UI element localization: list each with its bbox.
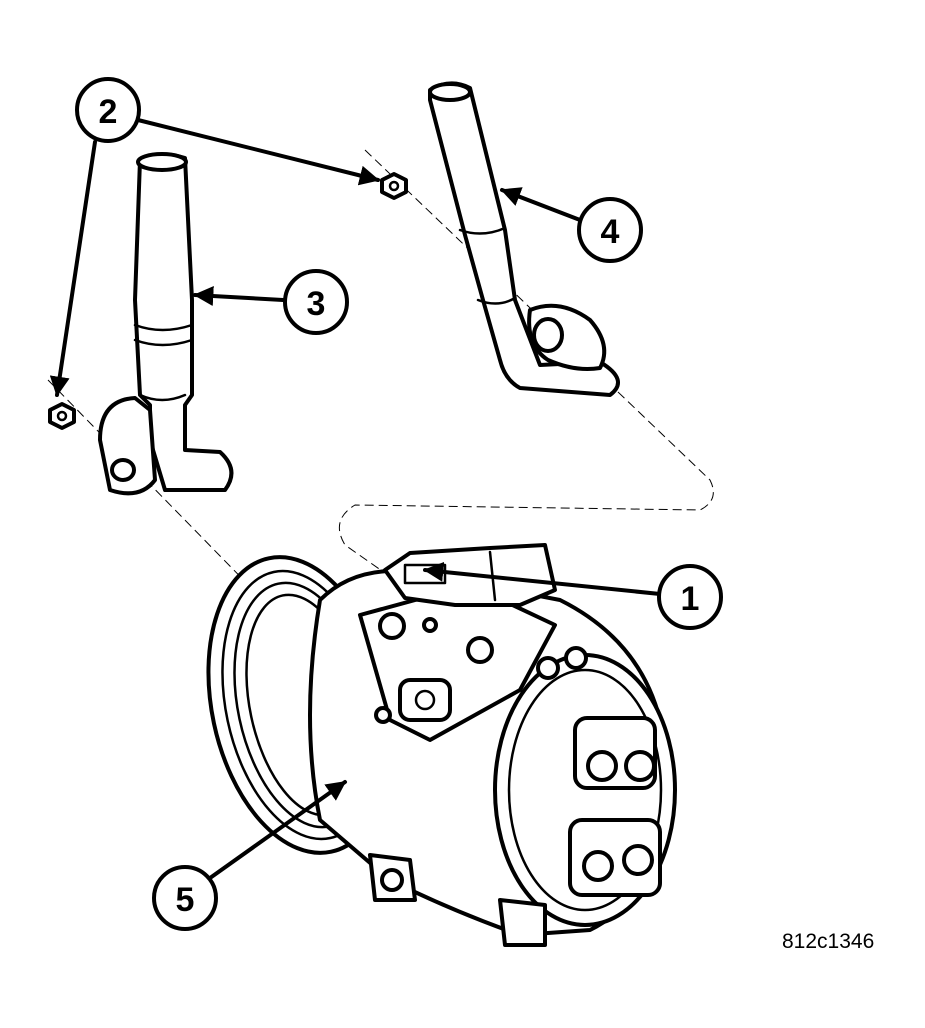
callout-1: 1	[657, 564, 723, 630]
callout-label-5: 5	[176, 881, 195, 919]
callout-3: 3	[283, 269, 349, 335]
callout-label-3: 3	[307, 285, 326, 323]
hose-left	[98, 152, 234, 496]
callout-5: 5	[152, 865, 218, 931]
nut-right	[380, 172, 408, 200]
figure-id: 812c1346	[782, 930, 875, 953]
callout-label-1: 1	[681, 580, 700, 618]
leader-lines	[49, 118, 662, 880]
callout-4: 4	[577, 197, 643, 263]
callout-label-2: 2	[99, 93, 118, 131]
compressor-body	[206, 543, 677, 947]
nut-left	[48, 402, 76, 430]
callout-label-4: 4	[601, 213, 620, 251]
callout-2: 2	[75, 77, 141, 143]
hose-right	[428, 81, 620, 397]
